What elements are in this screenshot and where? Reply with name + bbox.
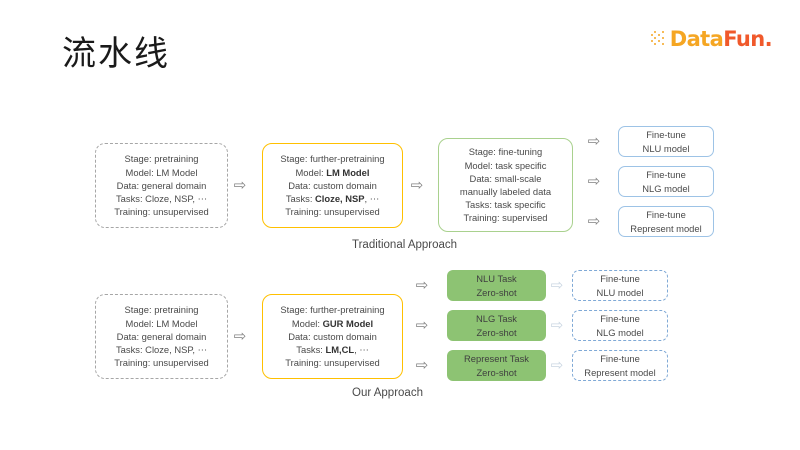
traditional-stage-pretraining: Stage: pretraining Model: LM Model Data:… xyxy=(95,143,228,228)
stage-line: Training: unsupervised xyxy=(285,206,380,218)
ours-stage-further-pretraining: Stage: further-pretraining Model: GUR Mo… xyxy=(262,294,403,379)
stage-line: Model: LM Model xyxy=(295,166,370,178)
arrow-ours-1: ⇨ xyxy=(233,326,247,345)
stage-line: Data: custom domain xyxy=(288,179,377,191)
ours-stage-pretraining: Stage: pretraining Model: LM Model Data:… xyxy=(95,294,228,379)
arrow-ours-out-1: ⇨ xyxy=(550,275,564,294)
arrow-traditional-2: ⇨ xyxy=(410,175,424,194)
stage-line: Tasks: Cloze, NSP, ⋯ xyxy=(116,193,207,205)
traditional-output-nlg: Fine-tune NLG model xyxy=(618,166,714,197)
stage-line: Stage: pretraining xyxy=(124,153,199,165)
datafun-logo: DataFun. xyxy=(650,26,773,52)
stage-line: Data: small-scale xyxy=(469,172,542,184)
traditional-stage-further-pretraining: Stage: further-pretraining Model: LM Mod… xyxy=(262,143,403,228)
output-line: NLG model xyxy=(642,182,690,194)
stage-line: Training: supervised xyxy=(463,212,548,224)
stage-line: Tasks: task specific xyxy=(465,199,546,211)
stage-line: Training: unsupervised xyxy=(114,357,209,369)
ours-task-nlg: NLG Task Zero-shot xyxy=(447,310,546,341)
caption-traditional-approach: Traditional Approach xyxy=(352,239,458,251)
caption-our-approach: Our Approach xyxy=(352,387,423,399)
arrow-ours-out-3: ⇨ xyxy=(550,355,564,374)
stage-line: Data: general domain xyxy=(116,179,207,191)
stage-line: Stage: pretraining xyxy=(124,304,199,316)
stage-line: manually labeled data xyxy=(459,186,552,197)
stage-line: Data: general domain xyxy=(116,330,207,342)
stage-line: Model: LM Model xyxy=(125,166,198,178)
task-line: Zero-shot xyxy=(476,286,517,298)
stage-line: Model: LM Model xyxy=(125,317,198,329)
stage-line: Tasks: Cloze, NSP, ⋯ xyxy=(285,193,380,205)
stage-line: Model: task specific xyxy=(464,159,547,171)
traditional-output-nlu: Fine-tune NLU model xyxy=(618,126,714,157)
output-line: Fine-tune xyxy=(600,273,640,285)
logo-word-dot: . xyxy=(764,26,773,51)
stage-line: Tasks: Cloze, NSP, ⋯ xyxy=(116,344,207,356)
task-line: NLG Task xyxy=(476,313,517,325)
output-line: Fine-tune xyxy=(600,313,640,325)
page-title: 流水线 xyxy=(62,35,170,73)
traditional-output-represent: Fine-tune Represent model xyxy=(618,206,714,237)
output-line: Fine-tune xyxy=(646,209,686,221)
ours-output-nlg: Fine-tune NLG model xyxy=(572,310,668,341)
output-line: Fine-tune xyxy=(646,129,686,141)
stage-line: Training: unsupervised xyxy=(114,206,209,218)
output-line: NLG model xyxy=(596,326,644,338)
stage-line: Stage: fine-tuning xyxy=(468,146,543,158)
arrow-traditional-1: ⇨ xyxy=(233,175,247,194)
arrow-traditional-out-3: ⇨ xyxy=(587,211,601,230)
logo-dots-icon xyxy=(650,30,668,48)
ours-task-represent: Represent Task Zero-shot xyxy=(447,350,546,381)
ours-output-represent: Fine-tune Represent model xyxy=(572,350,668,381)
task-line: Represent Task xyxy=(464,353,529,365)
logo-word-fun: Fun xyxy=(723,26,765,51)
stage-line: Model: GUR Model xyxy=(291,317,374,329)
ours-task-nlu: NLU Task Zero-shot xyxy=(447,270,546,301)
stage-line: Training: unsupervised xyxy=(285,357,380,369)
logo-wordmark: DataFun. xyxy=(669,26,773,51)
logo-word-data: Data xyxy=(669,26,724,51)
stage-line: Data: custom domain xyxy=(288,330,377,342)
task-line: NLU Task xyxy=(476,273,517,285)
stage-line: Stage: further-pretraining xyxy=(280,153,385,165)
traditional-stage-fine-tuning: Stage: fine-tuning Model: task specific … xyxy=(438,138,573,232)
output-line: NLU model xyxy=(596,286,644,298)
ours-output-nlu: Fine-tune NLU model xyxy=(572,270,668,301)
output-line: Represent model xyxy=(630,222,702,234)
task-line: Zero-shot xyxy=(476,366,517,378)
arrow-traditional-out-1: ⇨ xyxy=(587,131,601,150)
output-line: Represent model xyxy=(584,366,656,378)
stage-line: Tasks: LM,CL, ⋯ xyxy=(296,344,369,356)
output-line: NLU model xyxy=(642,142,690,154)
stage-line: Stage: further-pretraining xyxy=(280,304,385,316)
output-line: Fine-tune xyxy=(600,353,640,365)
arrow-traditional-out-2: ⇨ xyxy=(587,171,601,190)
arrow-ours-task-2: ⇨ xyxy=(415,315,429,334)
arrow-ours-task-1: ⇨ xyxy=(415,275,429,294)
arrow-ours-task-3: ⇨ xyxy=(415,355,429,374)
arrow-ours-out-2: ⇨ xyxy=(550,315,564,334)
task-line: Zero-shot xyxy=(476,326,517,338)
output-line: Fine-tune xyxy=(646,169,686,181)
